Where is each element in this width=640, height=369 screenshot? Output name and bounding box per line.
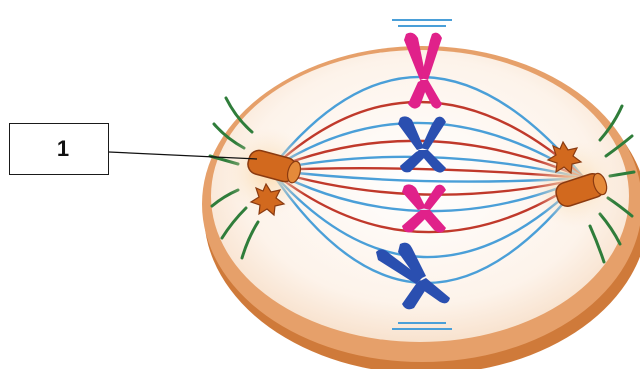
label-number: 1 xyxy=(49,136,69,162)
label-box-1: 1 xyxy=(9,123,109,175)
left-centrosome xyxy=(224,128,312,216)
right-centrosome xyxy=(530,140,618,228)
